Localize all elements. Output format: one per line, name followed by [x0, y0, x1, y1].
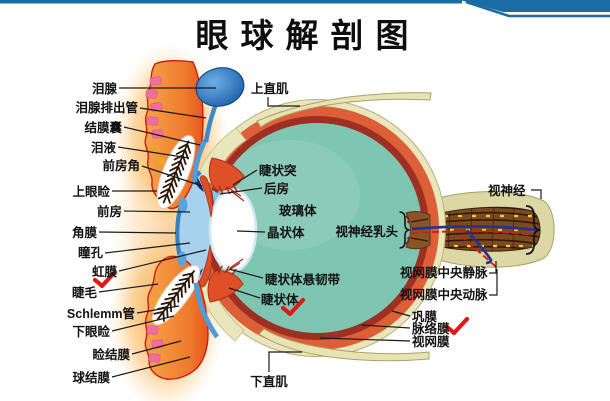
- conjunctival-channel-lower: [193, 282, 220, 339]
- superior-rectus-band: [256, 92, 432, 128]
- central-retinal-vein-vessel: [411, 225, 537, 265]
- checkmark-choroid-icon: [444, 316, 470, 336]
- label-lacrimal-excretory-duct: 泪腺排出管: [75, 100, 138, 115]
- label-tear-fluid: 泪液: [91, 140, 117, 155]
- rectus-muscles: [256, 92, 432, 362]
- lacrimal-gland-shape: [195, 67, 245, 107]
- label-suspensory-ligament: 睫状体悬韧带: [265, 272, 341, 287]
- label-optic-papilla: 视神经乳头: [335, 224, 398, 239]
- papilla-brace: [399, 211, 410, 249]
- ciliary-body-upper: [208, 157, 245, 191]
- label-retina: 视网膜: [412, 334, 450, 349]
- central-retinal-vessels: [411, 225, 537, 269]
- inferior-rectus-band: [258, 328, 430, 362]
- label-ciliary-process: 睫状突: [259, 163, 297, 178]
- label-lacrimal-gland: 泪腺: [92, 81, 118, 96]
- label-connectors: [98, 87, 542, 378]
- checkmark-iris-icon: [92, 269, 118, 289]
- label-choroid: 脉络膜: [411, 321, 450, 336]
- iris-lower-flap: [198, 244, 213, 288]
- label-optic-nerve: 视神经: [488, 183, 526, 198]
- label-inferior-rectus: 下直肌: [250, 374, 288, 389]
- label-sclera: 巩膜: [412, 309, 438, 324]
- label-lower-eyelid: 下眼睑: [72, 324, 110, 339]
- label-anterior-chamber-angle: 前房角: [102, 158, 140, 173]
- eyelash-follicles-upper: [157, 140, 192, 204]
- label-ciliary-body: 睫状体: [261, 292, 299, 307]
- optic-nerve-bundle: [410, 191, 555, 268]
- labels: 泪腺 泪腺排出管 结膜囊 泪液 前房角 上眼睑 前房 角膜 瞳孔 虹膜 睫毛 S…: [67, 81, 526, 389]
- label-eyelash: 睫毛: [72, 285, 98, 300]
- label-schlemm-canal: Schlemm管: [67, 306, 135, 321]
- lens-shape: [208, 187, 258, 273]
- label-posterior-chamber: 后房: [264, 181, 289, 196]
- conjunctival-channel-upper: [192, 138, 208, 183]
- iris-upper-flap: [199, 175, 213, 218]
- label-iris: 虹膜: [92, 264, 118, 279]
- lower-eyelid-region: [144, 255, 209, 380]
- label-vitreous-body: 玻璃体: [279, 203, 317, 218]
- lacrimal-apparatus: [177, 67, 245, 339]
- label-cornea: 角膜: [72, 225, 98, 240]
- label-lens: 晶状体: [267, 225, 305, 240]
- optic-nerve-brace: [525, 205, 541, 255]
- central-retinal-artery-vessel: [411, 230, 533, 269]
- label-superior-rectus: 上直肌: [251, 81, 289, 96]
- label-central-retinal-artery: 视网膜中央动脉: [400, 287, 488, 302]
- red-checkmarks: [92, 269, 470, 336]
- vitreous-body-region: [212, 123, 422, 333]
- checkmark-ciliary-body-icon: [280, 297, 306, 317]
- eyeball-globe: [188, 99, 446, 357]
- page-title: 眼球解剖图: [196, 17, 421, 54]
- label-pupil: 瞳孔: [78, 245, 104, 260]
- ciliary-body-lower: [207, 270, 244, 303]
- optic-papilla: [405, 211, 431, 250]
- header-band: [0, 0, 610, 18]
- label-central-retinal-vein: 视网膜中央静脉: [400, 265, 488, 280]
- label-palpebral-conjunctiva: 睑结膜: [92, 347, 130, 362]
- label-anterior-chamber: 前房: [97, 204, 122, 219]
- label-upper-eyelid: 上眼睑: [72, 184, 110, 199]
- label-bulbar-conjunctiva: 球结膜: [72, 370, 110, 385]
- lacrimal-duct: [203, 103, 219, 143]
- anterior-segment: [175, 127, 258, 342]
- label-conjunctival-sac: 结膜囊: [84, 120, 122, 135]
